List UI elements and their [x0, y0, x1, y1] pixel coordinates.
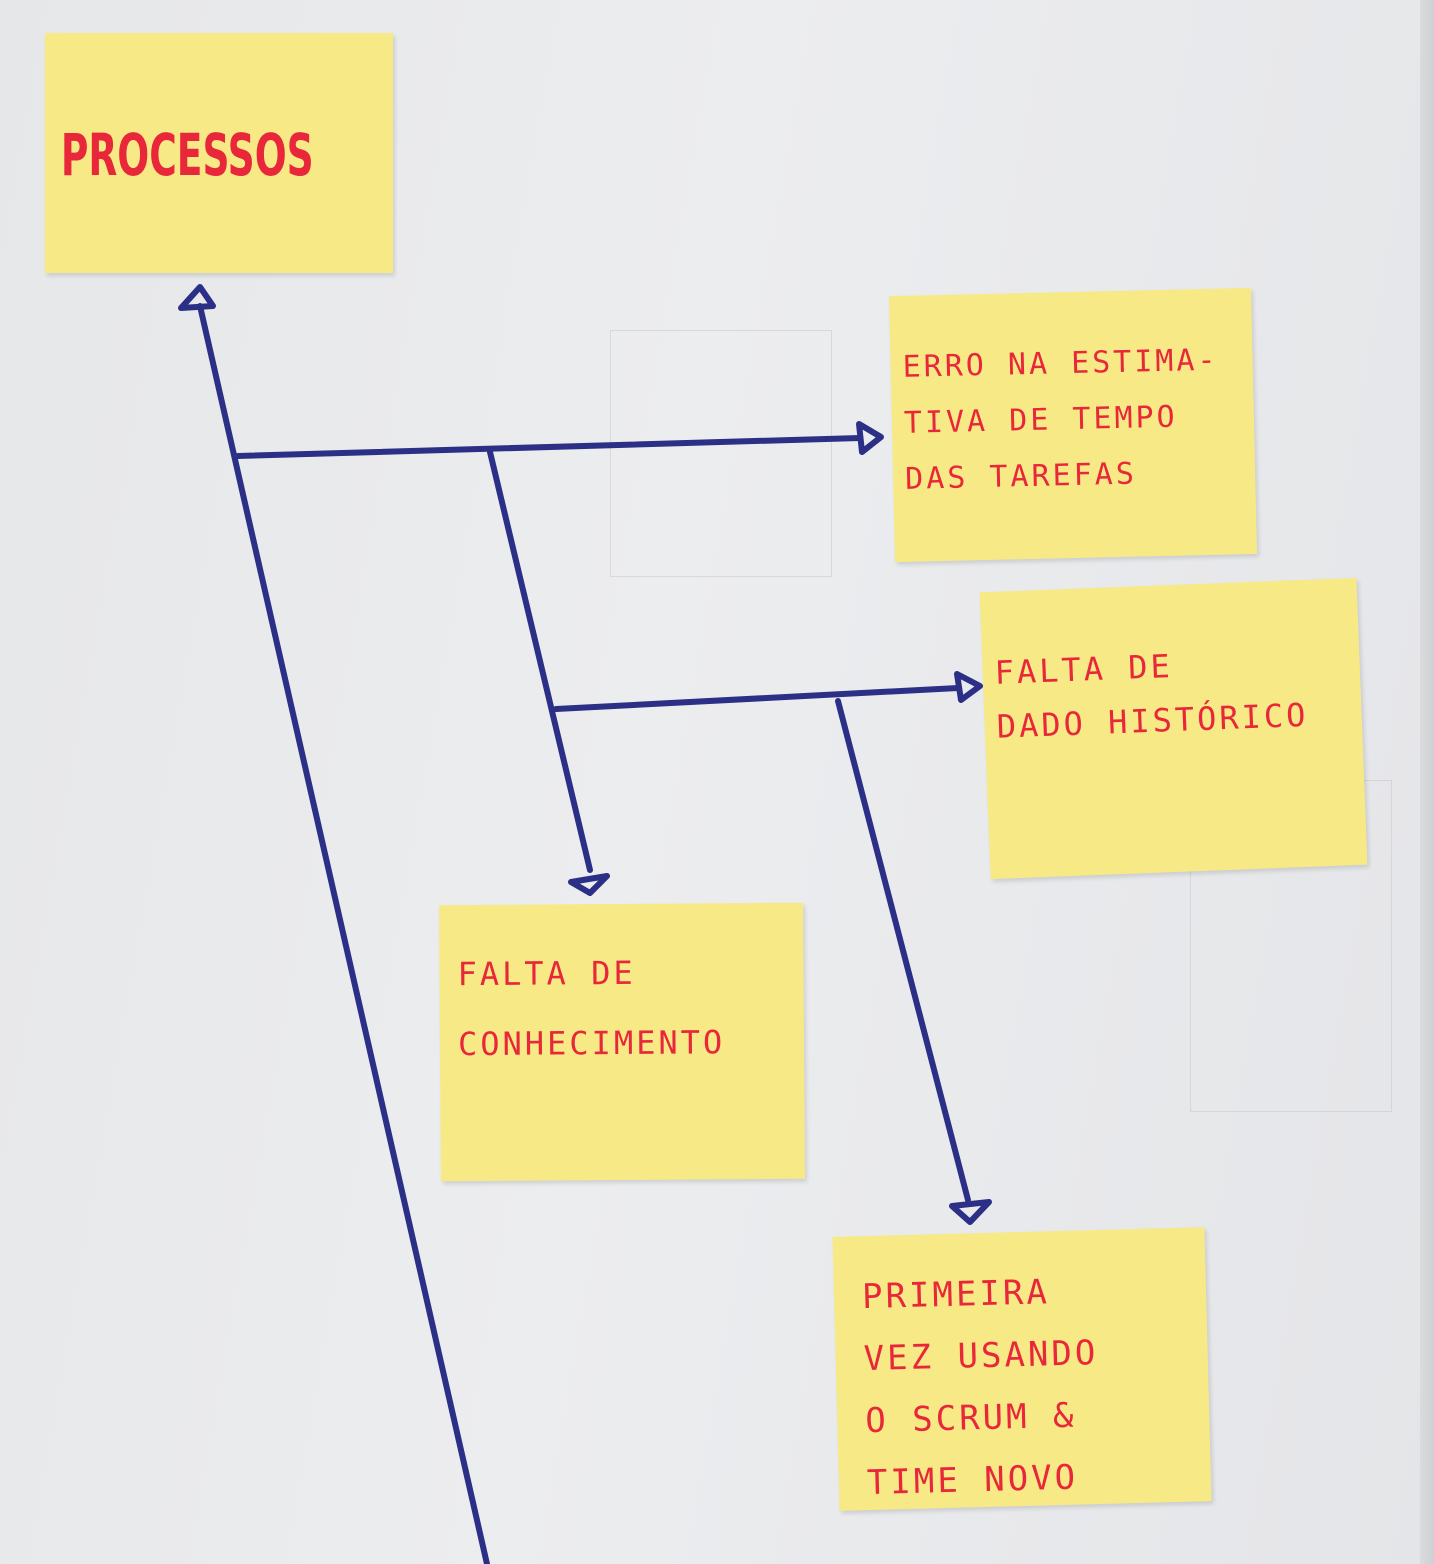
sub-branch-2-arrowhead: [949, 1199, 992, 1225]
note-erro-estimativa: ERRO NA ESTIMA- TIVA DE TEMPO DAS TAREFA…: [889, 287, 1257, 563]
branch-middle-arrowhead: [954, 671, 983, 703]
sub-branch-line-1: [487, 449, 593, 873]
note-falta-dado: FALTA DE DADO HISTÓRICO: [979, 577, 1368, 880]
branch-line-middle: [553, 685, 961, 712]
note-falta-dado-text: FALTA DE DADO HISTÓRICO: [994, 646, 1310, 746]
main-spine-line: [197, 303, 490, 1564]
sub-branch-line-2: [835, 698, 971, 1203]
note-primeira-vez-text: PRIMEIRA VEZ USANDO O SCRUM & TIME NOVO: [861, 1272, 1099, 1504]
sub-branch-1-arrowhead: [568, 873, 610, 896]
note-falta-conhecimento: FALTA DE CONHECIMENTO: [439, 902, 805, 1182]
note-falta-conhecimento-text: FALTA DE CONHECIMENTO: [457, 953, 726, 1064]
note-primeira-vez: PRIMEIRA VEZ USANDO O SCRUM & TIME NOVO: [832, 1227, 1212, 1511]
branch-top-arrowhead: [856, 421, 884, 455]
note-processos: PROCESSOS: [45, 33, 393, 273]
note-erro-estimativa-text: ERRO NA ESTIMA- TIVA DE TEMPO DAS TAREFA…: [902, 342, 1219, 497]
note-processos-text: PROCESSOS: [60, 121, 314, 189]
spine-arrowhead: [178, 284, 216, 311]
branch-line-top: [235, 435, 863, 459]
paper-edge: [1420, 0, 1434, 1564]
faint-square-1: [610, 330, 832, 577]
